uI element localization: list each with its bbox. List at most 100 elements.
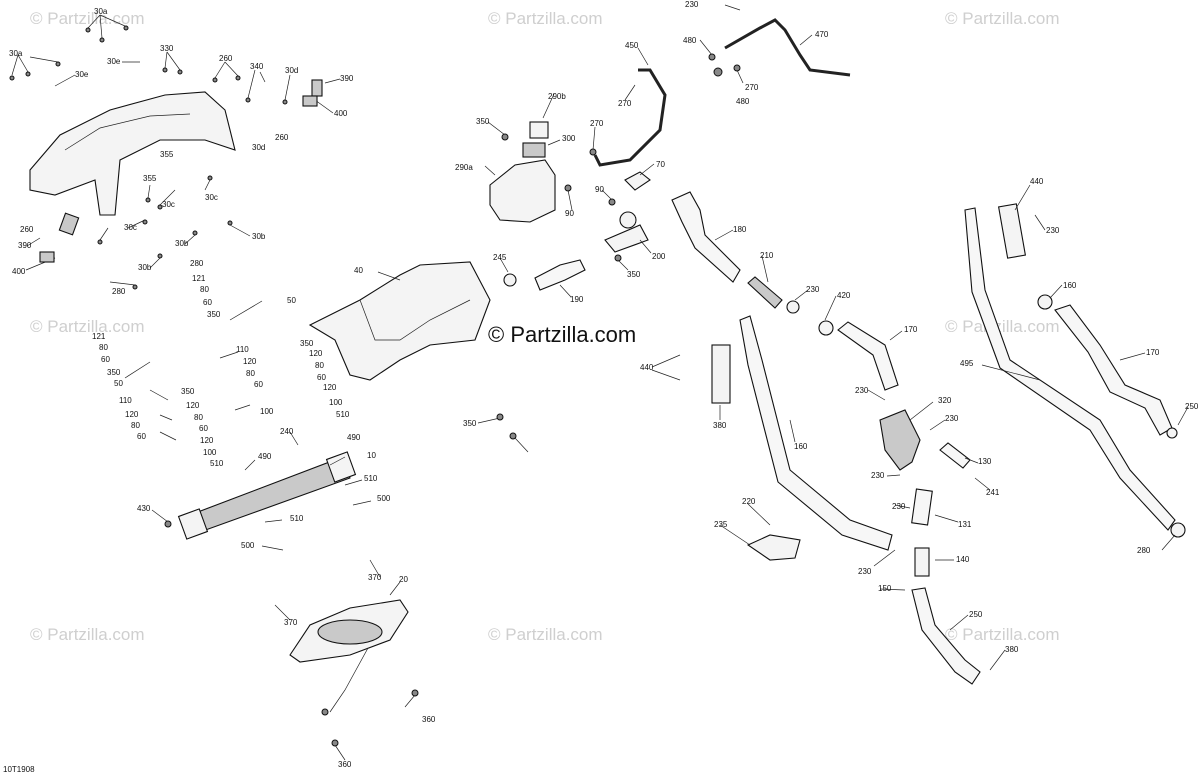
callout-labels: 30a 30a 30e 30e 330 260 340 30d 390 400 …	[9, 0, 1199, 769]
callout-label: 60	[101, 355, 110, 364]
callout-label: 20	[399, 575, 408, 584]
drawing-code: 10T1908	[3, 765, 35, 774]
callout-label: 80	[315, 361, 324, 370]
pipe-170-right-shape	[964, 207, 1176, 531]
callout-label: 450	[625, 41, 639, 50]
callout-label: 300	[562, 134, 576, 143]
watermark: © Partzilla.com	[945, 625, 1060, 644]
callout-label: 350	[476, 117, 490, 126]
callout-label: 400	[334, 109, 348, 118]
callout-label: 80	[200, 285, 209, 294]
callout-label: 60	[137, 432, 146, 441]
callout-label: 30c	[124, 223, 137, 232]
sleeve-380-shape	[711, 344, 731, 404]
callout-label: 355	[160, 150, 174, 159]
callout-label: 190	[570, 295, 584, 304]
callout-label: 480	[683, 36, 697, 45]
callout-label: 60	[199, 424, 208, 433]
callout-label: 200	[652, 252, 666, 261]
callout-label: 170	[1146, 348, 1160, 357]
callout-label: 30b	[138, 263, 152, 272]
callout-label: 80	[131, 421, 140, 430]
callout-label: 245	[493, 253, 507, 262]
pipe-210-shape	[747, 276, 783, 309]
callout-label: 160	[1063, 281, 1077, 290]
callout-label: 30d	[252, 143, 265, 152]
hose-180-shape	[671, 191, 741, 283]
callout-label: 350	[300, 339, 314, 348]
callout-label: 380	[713, 421, 727, 430]
callout-label: 260	[275, 133, 289, 142]
callout-label: 230	[871, 471, 885, 480]
hose-150-shape	[911, 587, 981, 685]
callout-label: 350	[463, 419, 477, 428]
callout-label: 30c	[205, 193, 218, 202]
watermark: © Partzilla.com	[945, 9, 1060, 28]
callout-label: 400	[12, 267, 26, 276]
watermark: © Partzilla.com	[945, 317, 1060, 336]
callout-label: 100	[329, 398, 343, 407]
watermark: © Partzilla.com	[488, 625, 603, 644]
callout-label: 355	[143, 174, 157, 183]
callout-label: 235	[714, 520, 728, 529]
callout-label: 60	[254, 380, 263, 389]
callout-label: 480	[736, 97, 750, 106]
callout-label: 230	[685, 0, 699, 9]
callout-label: 420	[837, 291, 851, 300]
callout-label: 241	[986, 488, 1000, 497]
callout-label: 30c	[162, 200, 175, 209]
callout-label: 260	[219, 54, 233, 63]
callout-label: 80	[99, 343, 108, 352]
callout-label: 250	[1185, 402, 1199, 411]
callout-label: 230	[892, 502, 906, 511]
bracket-shape	[746, 534, 801, 561]
callout-label: 290b	[548, 92, 566, 101]
watermarks: © Partzilla.com © Partzilla.com © Partzi…	[30, 9, 1060, 644]
callout-label: 510	[364, 474, 378, 483]
callout-label: 121	[92, 332, 106, 341]
callout-label: 110	[236, 345, 249, 354]
radiator-shape	[189, 457, 351, 533]
callout-label: 90	[595, 185, 604, 194]
callout-label: 30d	[285, 66, 298, 75]
callout-label: 80	[246, 369, 255, 378]
callout-label: 120	[323, 383, 337, 392]
callout-label: 360	[422, 715, 436, 724]
callout-label: 350	[207, 310, 221, 319]
watermark: © Partzilla.com	[30, 9, 145, 28]
callout-label: 50	[114, 379, 123, 388]
part-drawings	[29, 18, 1186, 713]
callout-label: 290a	[455, 163, 473, 172]
callout-label: 120	[309, 349, 323, 358]
brand-center-text: © Partzilla.com	[488, 322, 636, 347]
thermostat-shape	[879, 409, 921, 471]
callout-label: 350	[181, 387, 195, 396]
callout-label: 510	[290, 514, 304, 523]
callout-label: 30a	[94, 7, 108, 16]
callout-label: 280	[1137, 546, 1151, 555]
callout-label: 90	[565, 209, 574, 218]
callout-label: 270	[745, 83, 759, 92]
callout-label: 160	[794, 442, 808, 451]
hose-170-shape	[837, 321, 899, 391]
callout-label: 130	[978, 457, 992, 466]
leader-lines	[11, 4, 1189, 761]
callout-label: 80	[194, 413, 203, 422]
callout-label: 490	[258, 452, 272, 461]
callout-label: 500	[241, 541, 255, 550]
callout-label: 220	[742, 497, 756, 506]
callout-label: 330	[160, 44, 174, 53]
callout-label: 280	[112, 287, 126, 296]
callout-label: 370	[368, 573, 382, 582]
callout-label: 140	[956, 555, 970, 564]
pipe-470-shape	[724, 18, 851, 77]
callout-label: 120	[186, 401, 200, 410]
callout-label: 230	[858, 567, 872, 576]
callout-label: 50	[287, 296, 296, 305]
callout-label: 100	[203, 448, 217, 457]
cap-shape	[624, 171, 651, 191]
watermark: © Partzilla.com	[30, 625, 145, 644]
callout-label: 340	[250, 62, 264, 71]
callout-label: 170	[904, 325, 918, 334]
